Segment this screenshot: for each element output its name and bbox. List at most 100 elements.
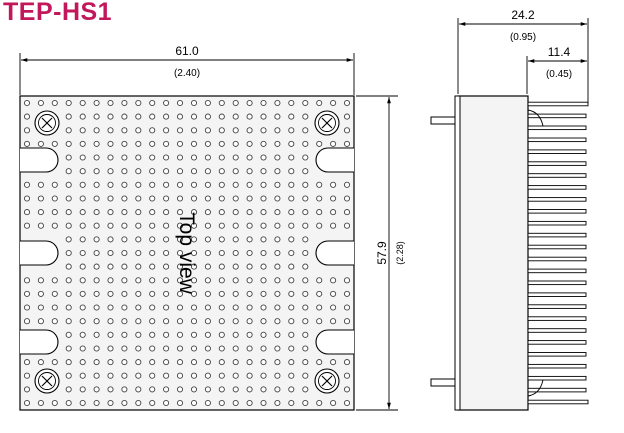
vent-hole [288,222,295,229]
vent-hole [121,359,128,366]
vent-hole [176,154,184,161]
vent-hole [232,195,239,202]
vent-hole [65,181,72,188]
vent-hole [107,127,114,134]
vent-hole [149,113,156,120]
vent-hole [246,154,253,161]
vent-hole [274,209,281,216]
vent-hole [121,345,128,352]
vent-hole [218,209,225,216]
vent-hole [302,331,309,338]
vent-hole [93,140,100,147]
vent-hole [288,154,295,161]
vent-hole [343,181,351,188]
vent-hole [149,236,156,243]
vent-hole [23,318,31,325]
vent-hole [65,331,72,338]
height-dimension: 57.9 (2.28) [356,95,405,411]
vent-hole [107,263,114,270]
vent-hole [149,195,156,202]
vent-hole [149,181,156,188]
vent-hole [204,345,211,352]
vent-hole [37,359,44,366]
fin [527,137,587,143]
vent-hole [274,127,281,134]
vent-hole [316,195,323,202]
vent-hole [302,99,309,107]
vent-hole [232,168,239,175]
vent-hole [260,99,267,107]
vent-hole [232,277,239,284]
vent-hole [330,304,337,311]
vent-hole [93,249,100,257]
vent-hole [107,249,114,257]
vent-hole [107,386,114,393]
vent-hole [37,99,44,107]
vent-hole [79,345,86,352]
vent-hole [204,290,211,297]
vent-hole [163,277,170,284]
vent-hole [218,99,225,107]
vent-hole [163,99,170,107]
vent-hole [37,318,44,325]
vent-hole [107,372,114,379]
vent-hole [65,318,72,325]
vent-hole [218,168,225,175]
vent-hole [93,372,100,379]
vent-hole [302,249,309,257]
vent-hole [135,154,142,161]
vent-hole [121,372,128,379]
vent-hole [316,290,323,297]
vent-hole [302,209,309,216]
vent-hole [37,277,44,284]
vent-hole [302,236,309,243]
vent-hole [107,168,114,175]
fin [527,209,587,214]
vent-hole [204,140,211,147]
vent-hole [246,304,253,311]
vent-hole [218,318,225,325]
vent-hole [330,140,337,147]
vent-hole [163,195,170,202]
vent-hole [65,399,72,407]
vent-hole [330,359,337,366]
vent-hole [302,359,309,366]
vent-hole [274,345,281,352]
vent-hole [316,318,323,325]
vent-hole [149,372,156,379]
vent-hole [343,304,351,311]
vent-hole [121,290,128,297]
vent-hole [343,140,351,147]
vent-hole [121,277,128,284]
vent-hole [176,113,184,120]
vent-hole [65,263,72,270]
fin [527,125,587,131]
vent-hole [121,304,128,311]
vent-hole [190,277,198,284]
vent-hole [232,222,239,229]
vent-hole [190,345,198,352]
vent-hole [65,127,72,134]
vent-hole [302,290,309,297]
vent-hole [149,99,156,107]
vent-hole [190,386,198,393]
vent-hole [176,318,184,325]
vent-hole [302,154,309,161]
vent-hole [246,331,253,338]
vent-hole [190,290,198,297]
vent-hole [93,209,100,216]
vent-hole [163,249,170,257]
vent-hole [246,318,253,325]
vent-hole [274,222,281,229]
vent-hole [93,345,100,352]
vent-hole [79,318,86,325]
vent-hole [107,209,114,216]
vent-hole [316,99,323,107]
vent-hole [274,304,281,311]
vent-hole [274,386,281,393]
vent-hole [163,209,170,216]
vent-hole [190,99,198,107]
vent-hole [79,249,86,257]
vent-hole [274,331,281,338]
vent-hole [65,168,72,175]
